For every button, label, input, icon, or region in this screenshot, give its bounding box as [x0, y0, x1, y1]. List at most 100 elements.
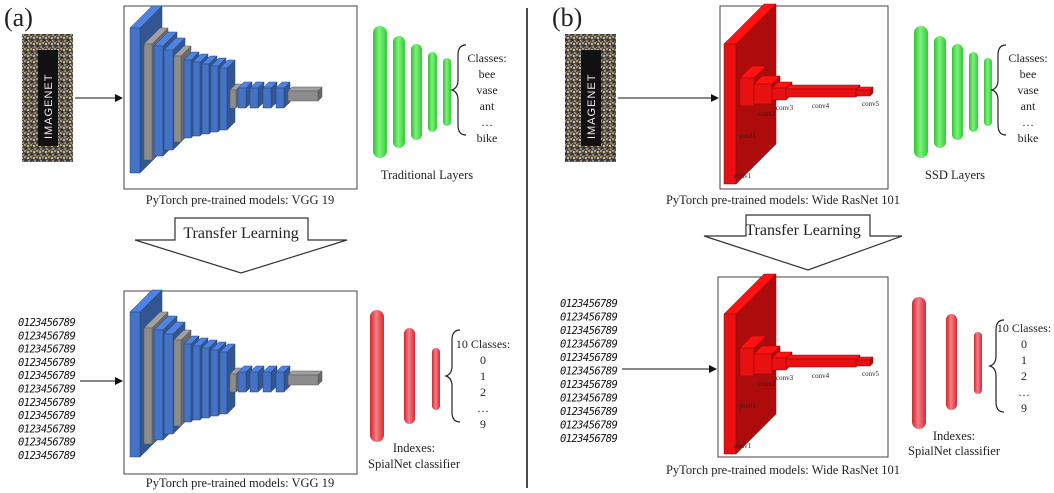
- imagenet-image-b: IMAGENET: [565, 34, 616, 162]
- classes-brace-b-top: [990, 44, 1007, 136]
- class-item-1: 0: [1021, 337, 1027, 351]
- red-layer-3: [432, 348, 440, 410]
- wide-resnet-caption-top: PyTorch pre-trained models: Wide RasNet …: [666, 193, 900, 207]
- indexes-label-a: Indexes:: [393, 441, 435, 455]
- digit-row-0: 0123456789: [18, 317, 75, 329]
- resnet-block-conv4: [785, 354, 861, 368]
- transfer-learning-arrow-b: Transfer Learning: [703, 214, 903, 271]
- transfer-learning-label-a: Transfer Learning: [183, 225, 298, 242]
- class-item-3: ant: [480, 99, 495, 113]
- digit-row-10: 0123456789: [18, 450, 75, 462]
- spialnet-layers-a: [370, 310, 440, 442]
- digit-row-4: 0123456789: [18, 370, 75, 382]
- indexes-label-b: Indexes:: [933, 429, 975, 443]
- red-layer-2: [946, 314, 957, 410]
- resnet-label-conv5: conv5: [862, 370, 880, 378]
- class-item-4: …: [1018, 385, 1030, 399]
- mnist-digits-b: 0123456789012345678901234567890123456789…: [560, 298, 618, 445]
- wide-resnet-caption-bottom: PyTorch pre-trained models: Wide RasNet …: [666, 463, 900, 477]
- digit-row-8: 0123456789: [18, 423, 75, 435]
- traditional-layers-label: Traditional Layers: [381, 168, 473, 182]
- vgg-block-conv4d: [275, 81, 291, 109]
- class-item-0: 10 Classes:: [997, 321, 1051, 335]
- panel-a-label: (a): [4, 3, 33, 32]
- vgg19-caption-bottom: PyTorch pre-trained models: VGG 19: [146, 476, 334, 490]
- green-layer-4: [969, 52, 978, 132]
- digit-row-5: 0123456789: [18, 384, 75, 396]
- resnet-block-conv5: [855, 86, 874, 97]
- resnet-label-conv1: conv1: [734, 172, 752, 180]
- panel-a: (a) IMAGENET PyTorch pre-trained models:…: [4, 3, 510, 490]
- green-layer-1: [914, 26, 928, 158]
- resnet-label-conv3: conv3: [776, 104, 794, 112]
- green-layer-1: [373, 26, 387, 158]
- class-item-2: vase: [1017, 83, 1038, 97]
- green-layer-5: [984, 58, 992, 126]
- red-layer-2: [404, 328, 415, 424]
- digit-row-3: 0123456789: [560, 339, 617, 351]
- digit-row-6: 0123456789: [18, 397, 75, 409]
- imagenet-logo-text: IMAGENET: [43, 74, 55, 139]
- vgg19-network-bottom: [129, 289, 323, 458]
- class-item-4: …: [1022, 115, 1034, 129]
- green-layer-2: [393, 36, 405, 148]
- class-item-5: bike: [477, 131, 498, 145]
- red-layer-3: [974, 332, 982, 394]
- class-item-5: 9: [1021, 401, 1027, 415]
- resnet-label-conv3: conv3: [776, 374, 794, 382]
- digit-row-9: 0123456789: [18, 437, 75, 449]
- class-item-3: 2: [480, 385, 486, 399]
- spialnet-label-a: SpialNet classifier: [368, 457, 461, 471]
- resnet-label-pool1: pool1: [740, 132, 756, 140]
- green-layer-2: [934, 36, 946, 148]
- ssd-layers-b: [914, 26, 992, 158]
- transfer-learning-arrow-a: Transfer Learning: [134, 217, 348, 274]
- resnet-label-conv2: conv2: [758, 110, 776, 118]
- class-item-1: 0: [480, 353, 486, 367]
- green-layer-4: [428, 52, 437, 132]
- green-layer-3: [952, 44, 963, 140]
- resnet-label-conv1: conv1: [734, 442, 752, 450]
- classes-brace-b-bottom: [988, 319, 1005, 413]
- class-list-a-bottom: 10 Classes:012…9: [456, 337, 510, 431]
- imagenet-logo-text-b: IMAGENET: [586, 74, 598, 139]
- digit-row-1: 0123456789: [560, 312, 617, 324]
- panel-b-label: (b): [552, 3, 582, 32]
- green-layer-5: [443, 58, 451, 126]
- resnet-label-pool1: pool1: [740, 402, 756, 410]
- vgg19-caption-top: PyTorch pre-trained models: VGG 19: [146, 193, 334, 207]
- digit-row-2: 0123456789: [560, 325, 617, 337]
- imagenet-image-a: IMAGENET: [22, 34, 73, 162]
- class-item-4: …: [481, 115, 493, 129]
- vgg19-network-top: [129, 5, 323, 174]
- vgg-block-conv4c: [262, 365, 278, 393]
- digit-row-5: 0123456789: [560, 366, 617, 378]
- resnet-label-conv4: conv4: [812, 102, 830, 110]
- vgg-block-conv4c: [262, 81, 278, 109]
- red-layer-1: [912, 297, 926, 429]
- digit-row-2: 0123456789: [18, 344, 75, 356]
- digit-row-7: 0123456789: [560, 393, 617, 405]
- resnet-block-conv4: [785, 84, 861, 98]
- resnet-label-conv5: conv5: [862, 100, 880, 108]
- digit-row-4: 0123456789: [560, 352, 617, 364]
- mnist-digits-a: 0123456789012345678901234567890123456789…: [18, 317, 76, 462]
- vgg-block-conv4b: [249, 81, 265, 109]
- vgg-block-fc: [287, 86, 323, 102]
- class-item-0: Classes:: [1008, 51, 1047, 65]
- class-item-0: Classes:: [467, 51, 506, 65]
- red-layer-1: [370, 310, 384, 442]
- class-item-5: bike: [1018, 131, 1039, 145]
- green-layer-3: [411, 44, 422, 140]
- vgg-block-conv4b: [249, 365, 265, 393]
- digit-row-9: 0123456789: [560, 420, 617, 432]
- resnet-label-conv4: conv4: [812, 372, 830, 380]
- digit-row-6: 0123456789: [560, 379, 617, 391]
- class-item-1: bee: [479, 67, 496, 81]
